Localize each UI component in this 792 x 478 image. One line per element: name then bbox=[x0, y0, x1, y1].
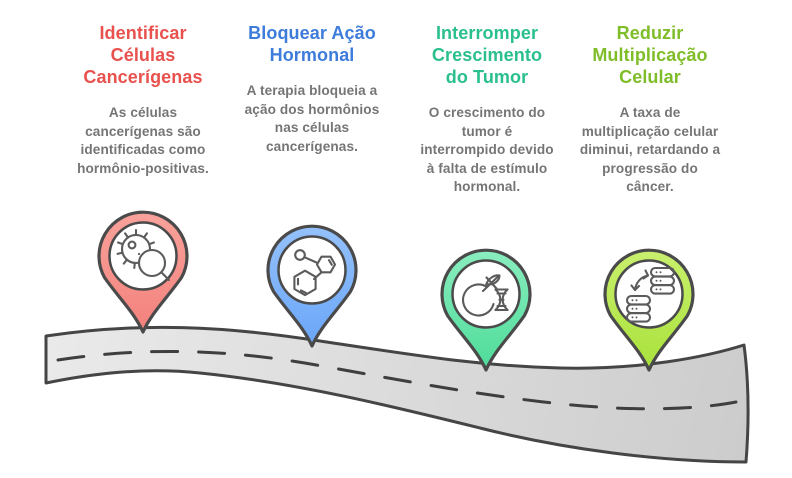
step-3-column: Interromper Crescimento do Tumor O cresc… bbox=[395, 22, 579, 197]
cancer-cell-magnifier-icon bbox=[116, 228, 171, 282]
pin-inner-circle bbox=[277, 235, 347, 305]
step-3-title: Interromper Crescimento do Tumor bbox=[431, 23, 543, 87]
step-1-description: As células cancerígenas são identificada… bbox=[77, 105, 209, 176]
tumor-dna-icon bbox=[462, 274, 509, 317]
step-3-description: O crescimento do tumor é interrompido de… bbox=[420, 105, 554, 194]
step-2-column: Bloquear Ação Hormonal A terapia bloquei… bbox=[220, 22, 404, 156]
step-1-title: Identificar Células Cancerígenas bbox=[83, 23, 203, 87]
map-pin-step-2 bbox=[266, 224, 358, 348]
map-pin-step-4 bbox=[603, 248, 695, 372]
map-pin-step-3 bbox=[440, 248, 532, 372]
step-4-column: Reduzir Multiplicação Celular A taxa de … bbox=[558, 22, 742, 197]
step-2-description: A terapia bloqueia a ação dos hormônios … bbox=[244, 83, 380, 154]
hormone-molecule-icon bbox=[293, 249, 337, 297]
step-4-title: Reduzir Multiplicação Celular bbox=[592, 23, 708, 87]
pin-inner-circle bbox=[451, 259, 521, 329]
map-pin-step-1 bbox=[97, 210, 189, 334]
step-2-title: Bloquear Ação Hormonal bbox=[248, 23, 376, 65]
step-1-column: Identificar Células Cancerígenas As célu… bbox=[51, 22, 235, 178]
road-surface bbox=[44, 325, 750, 464]
cell-stacks-arrow-icon bbox=[625, 266, 676, 323]
step-4-description: A taxa de multiplicação celular diminui,… bbox=[579, 105, 721, 194]
